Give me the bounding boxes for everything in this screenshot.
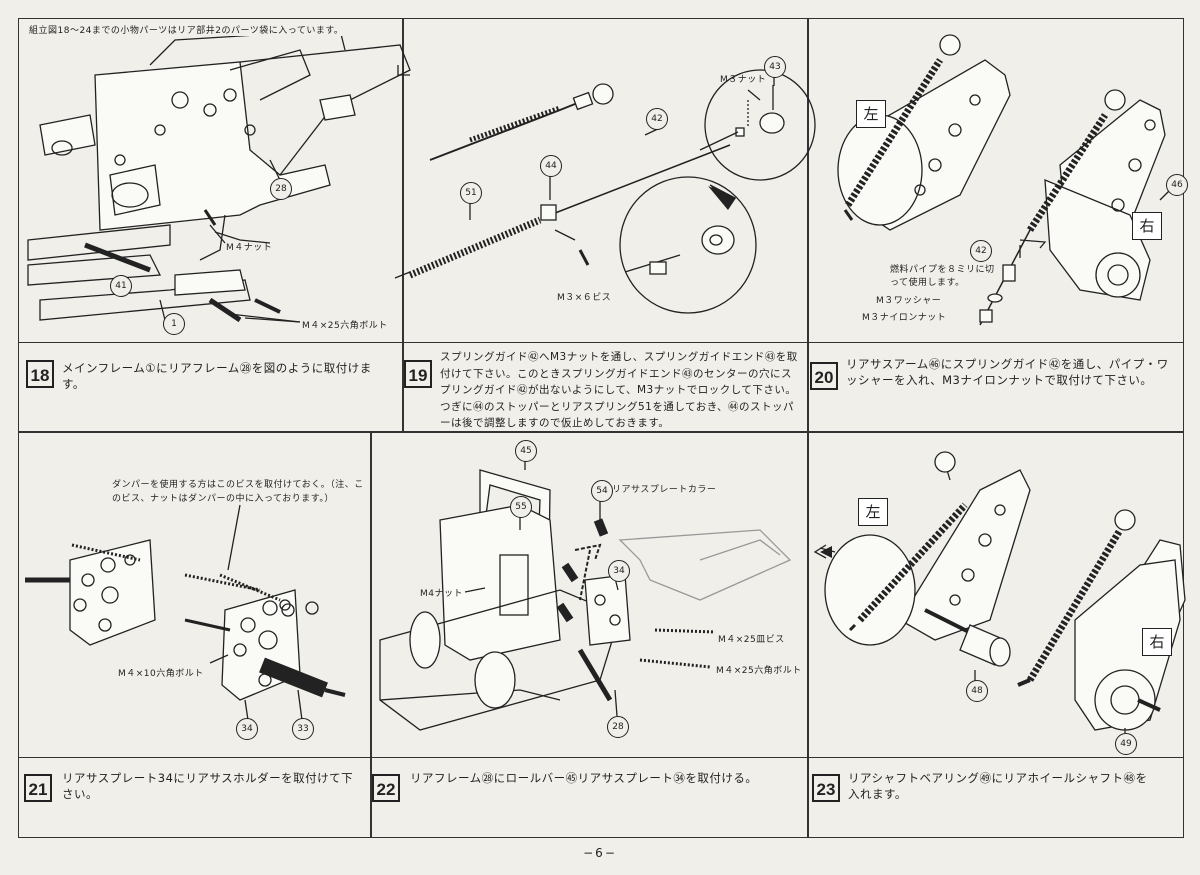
part-callout: 28 <box>607 716 629 738</box>
step-number: 21 <box>24 774 52 802</box>
rear-suspension-plate-drawing <box>25 504 346 701</box>
right-side-marker: 右 <box>1132 212 1162 240</box>
divider <box>18 342 1184 343</box>
left-side-marker: 左 <box>858 498 888 526</box>
divider <box>402 18 404 431</box>
part-callout: 41 <box>110 275 132 297</box>
parts-bag-note: 組立図18〜24までの小物パーツはリア部井2のパーツ袋に入っています。 <box>26 23 347 36</box>
part-callout: 34 <box>608 560 630 582</box>
part-callout: 51 <box>460 182 482 204</box>
roll-bar-drawing <box>379 469 792 731</box>
fuel-pipe-note: 燃料パイプを８ミリに切って使用します。 <box>890 265 995 288</box>
part-callout: 45 <box>515 440 537 462</box>
step-instruction: リアサスアーム㊻にスプリングガイド㊷を通し、パイプ・ワッシャーを入れ、M3ナイロ… <box>846 357 1169 387</box>
m4-nut-label: M4ナット <box>420 589 463 599</box>
step-number: 22 <box>372 774 400 802</box>
part-callout: 1 <box>163 313 185 335</box>
part-callout: 54 <box>591 480 613 502</box>
m4x25-flat-screw-label: M４×25皿ビス <box>718 635 785 645</box>
step-number: 20 <box>810 362 838 390</box>
part-callout: 55 <box>510 496 532 518</box>
m3-nut-label: M３ナット <box>720 75 767 85</box>
divider <box>807 431 809 838</box>
step-number: 18 <box>26 360 54 388</box>
part-callout: 42 <box>646 108 668 130</box>
step-number: 19 <box>404 360 432 388</box>
step-instruction: メインフレーム①にリアフレーム㉘を図のように取付けます。 <box>62 361 372 391</box>
divider <box>370 431 372 838</box>
m3x6-screw-label: M３×６ビス <box>557 293 612 303</box>
step-instruction: リアフレーム㉘にロールバー㊺リアサスプレート㉞を取付ける。 <box>410 771 758 785</box>
part-callout: 46 <box>1166 174 1188 196</box>
part-callout: 28 <box>270 178 292 200</box>
m4x10-hex-bolt-label: M４×10六角ボルト <box>118 669 204 679</box>
divider <box>807 18 809 431</box>
step-instruction: スプリングガイド㊷へM3ナットを通し、スプリングガイドエンド㊸を取付けて下さい。… <box>440 351 798 429</box>
m4x25-hex-bolt-label: M４×25六角ボルト <box>302 321 388 331</box>
part-callout: 34 <box>236 718 258 740</box>
rear-sus-plate-collar-label: リアサスプレートカラー <box>612 485 717 495</box>
page-frame <box>18 18 1184 838</box>
m4-nut-label: M４ナット <box>226 243 273 253</box>
step-instruction: リアシャフトベアリング㊾にリアホイールシャフト㊽を入れます。 <box>848 771 1148 801</box>
m3-nylon-nut-label: M３ナイロンナット <box>862 313 947 323</box>
part-callout: 49 <box>1115 733 1137 755</box>
rear-suspension-arm-drawing <box>837 34 1166 326</box>
part-callout: 44 <box>540 155 562 177</box>
part-callout: 43 <box>764 56 786 78</box>
right-side-marker: 右 <box>1142 628 1172 656</box>
divider <box>18 757 1184 758</box>
rear-shaft-drawing <box>813 451 1186 731</box>
step-number: 23 <box>812 774 840 802</box>
spring-guide-drawing <box>394 69 816 314</box>
divider <box>18 431 1184 433</box>
m4x25-hex-bolt-label: M４×25六角ボルト <box>716 666 802 676</box>
part-callout: 48 <box>966 680 988 702</box>
m3-washer-label: M３ワッシャー <box>876 296 942 306</box>
part-callout: 42 <box>970 240 992 262</box>
left-side-marker: 左 <box>856 100 886 128</box>
part-callout: 33 <box>292 718 314 740</box>
rear-frame-drawing <box>27 29 411 323</box>
damper-note: ダンパーを使用する方はこのビスを取付けておく。（注、このビス、ナットはダンパーの… <box>112 480 364 504</box>
page-number: −6− <box>583 846 617 860</box>
step-instruction: リアサスプレート34にリアサスホルダーを取付けて下さい。 <box>62 771 354 801</box>
